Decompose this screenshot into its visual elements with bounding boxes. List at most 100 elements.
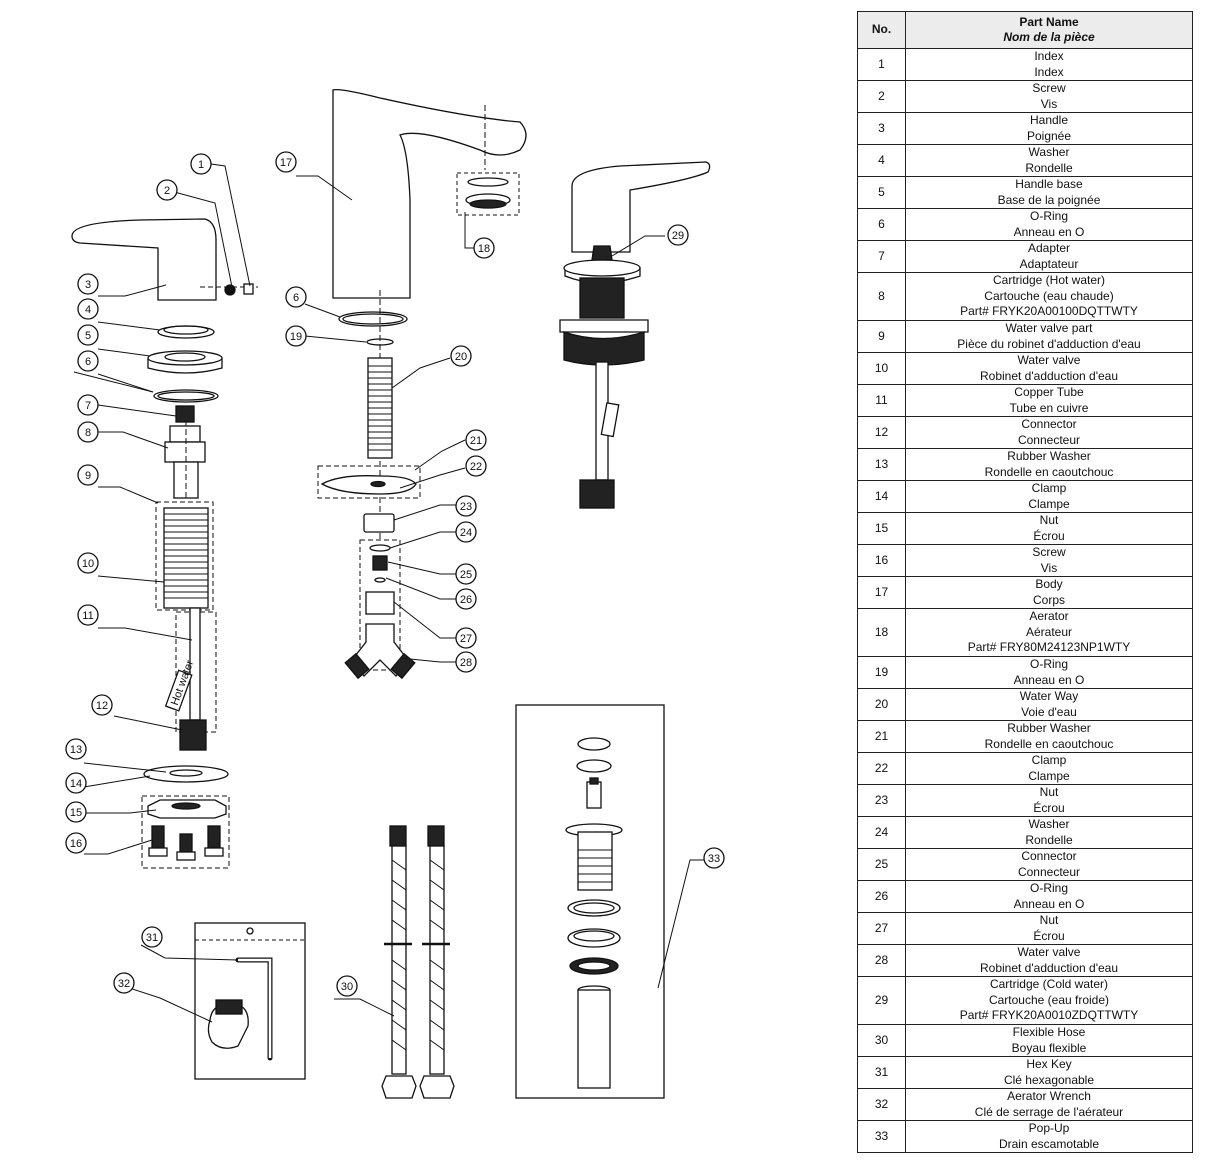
callout-11: 11 xyxy=(77,604,99,626)
part-name-en: Handle xyxy=(1029,113,1069,127)
callout-31: 31 xyxy=(141,926,163,948)
callout-29: 29 xyxy=(667,224,689,246)
threaded-valve-part xyxy=(163,507,209,609)
part-number: 21 xyxy=(857,720,906,753)
screw-part xyxy=(224,284,236,296)
screw-set-part xyxy=(148,825,224,861)
svg-text:8: 8 xyxy=(85,427,91,439)
svg-text:16: 16 xyxy=(70,838,82,850)
svg-text:6: 6 xyxy=(293,292,299,304)
adapter-part xyxy=(175,405,195,423)
part-number: 16 xyxy=(857,544,906,577)
index-part xyxy=(243,283,254,295)
svg-text:24: 24 xyxy=(460,527,472,539)
handle-part xyxy=(71,218,217,301)
part-name-en: Flexible Hose xyxy=(1012,1025,1086,1039)
part-name-fr: Connecteur xyxy=(1017,432,1081,447)
part-number: 11 xyxy=(857,384,906,417)
part-number: 12 xyxy=(857,416,906,449)
part-number: 22 xyxy=(857,752,906,785)
center-connector-part xyxy=(372,555,388,571)
part-name-en: Body xyxy=(1035,577,1063,591)
callout-18: 18 xyxy=(473,237,495,259)
part-name-fr: Pièce du robinet d'adduction d'eau xyxy=(957,336,1141,351)
callout-6b: 6 xyxy=(285,286,307,308)
aerator-part xyxy=(456,172,520,216)
part-name-en: O-Ring xyxy=(1029,881,1068,895)
part-name-en: Aerator xyxy=(1029,609,1069,624)
cold-cartridge-top-part xyxy=(591,245,613,261)
callout-24: 24 xyxy=(455,521,477,543)
flexible-hoses-part xyxy=(381,825,455,1099)
part-name-fr: Tube en cuivre xyxy=(1009,400,1089,415)
callout-8: 8 xyxy=(77,421,99,443)
part-name-en: Connector xyxy=(1021,849,1077,863)
callout-12: 12 xyxy=(91,694,113,716)
svg-text:14: 14 xyxy=(70,778,82,790)
part-name-fr: Corps xyxy=(1032,592,1065,607)
part-name-fr: Rondelle xyxy=(1025,832,1073,847)
exploded-view-diagram: Hot water xyxy=(65,89,725,1099)
part-name-en: Water Way xyxy=(1019,689,1079,703)
part-number: 27 xyxy=(857,912,906,945)
svg-text:28: 28 xyxy=(460,657,472,669)
svg-text:31: 31 xyxy=(146,932,158,944)
part-number: 26 xyxy=(857,880,906,913)
callout-25: 25 xyxy=(455,563,477,585)
part-number: 1 xyxy=(857,48,906,81)
svg-text:9: 9 xyxy=(85,470,91,482)
callout-10: 10 xyxy=(77,552,99,574)
svg-text:12: 12 xyxy=(96,700,108,712)
o-ring-part xyxy=(153,389,219,403)
water-way-part xyxy=(367,357,393,459)
part-name: Cartridge (Hot water)Cartouche (eau chau… xyxy=(905,272,1193,321)
part-number: 33 xyxy=(857,1120,906,1153)
part-number: 5 xyxy=(857,176,906,209)
small-o-ring-part xyxy=(366,338,394,346)
part-number-code: Part# FRY80M24123NP1WTY xyxy=(967,640,1131,655)
center-nut-27-part xyxy=(365,591,395,615)
part-number: 18 xyxy=(857,608,906,657)
part-name-fr: Voie d'eau xyxy=(1021,704,1077,719)
part-name-en: Rubber Washer xyxy=(1007,721,1091,735)
part-name-en: Rubber Washer xyxy=(1007,449,1091,463)
part-name-en: Clamp xyxy=(1031,753,1067,767)
svg-text:33: 33 xyxy=(708,853,720,865)
part-name-en: Cartridge (Hot water) xyxy=(992,273,1106,288)
svg-text:29: 29 xyxy=(672,230,684,242)
svg-text:26: 26 xyxy=(460,594,472,606)
part-name-fr: Cartouche (eau chaude) xyxy=(984,288,1114,303)
part-name-en: Hex Key xyxy=(1026,1057,1072,1071)
svg-text:20: 20 xyxy=(455,351,467,363)
part-name-fr: Rondelle xyxy=(1025,160,1073,175)
callout-22: 22 xyxy=(465,455,487,477)
part-number: 24 xyxy=(857,816,906,849)
callout-16: 16 xyxy=(65,832,87,854)
cold-connector-part xyxy=(579,479,615,509)
part-number: 13 xyxy=(857,448,906,481)
part-number: 25 xyxy=(857,848,906,881)
part-number: 15 xyxy=(857,512,906,545)
part-name-fr: Anneau en O xyxy=(1013,672,1085,687)
